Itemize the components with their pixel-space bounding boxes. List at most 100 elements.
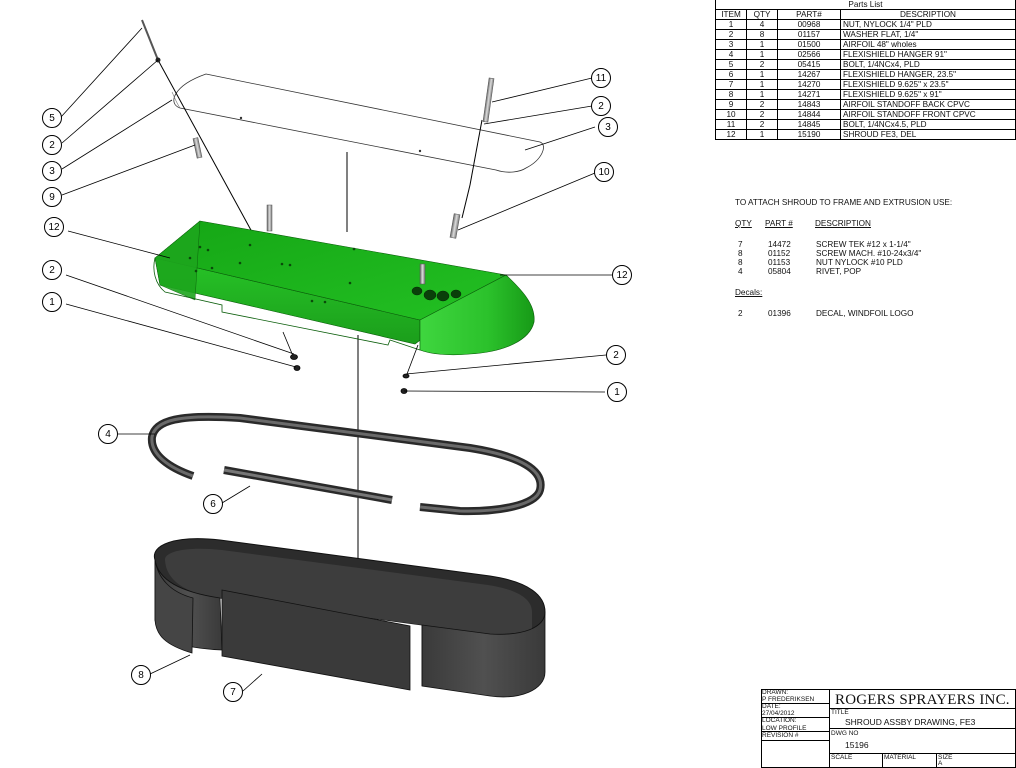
callout-circle xyxy=(44,217,64,237)
callout-label: 3 xyxy=(605,122,611,133)
scale-label: SCALE xyxy=(831,754,853,761)
drawn-value: P FREDERIKSEN xyxy=(762,696,815,703)
location-value: LOW PROFILE xyxy=(762,725,807,732)
callout-label: 11 xyxy=(596,73,607,84)
callout-circle xyxy=(612,265,632,285)
revision-label: REVISION # xyxy=(762,732,799,739)
notes-heading: TO ATTACH SHROUD TO FRAME AND EXTRUSION … xyxy=(735,198,953,207)
parts-cell-qty: 1 xyxy=(746,69,778,80)
standoff-item-9 xyxy=(192,137,203,159)
callout-label: 5 xyxy=(49,113,55,124)
callout-label: 12 xyxy=(616,270,628,281)
parts-cell-item: 2 xyxy=(715,29,747,40)
callout-balloon: 10 xyxy=(594,162,614,182)
callout-balloon: 12 xyxy=(612,265,632,285)
flexishield-hanger-91 xyxy=(147,412,545,516)
date-label: DATE: xyxy=(762,703,781,710)
parts-cell-qty: 4 xyxy=(746,19,778,30)
callout-label: 2 xyxy=(49,140,55,151)
parts-cell-part-number: 05415 xyxy=(777,59,841,70)
bolt-item-11 xyxy=(461,77,495,219)
parts-cell-description: FLEXISHIELD HANGER 91" xyxy=(840,49,1016,60)
parts-cell-part-number: 14271 xyxy=(777,89,841,100)
parts-cell-qty: 8 xyxy=(746,29,778,40)
parts-cell-part-number: 15190 xyxy=(777,129,841,140)
parts-cell-item: 5 xyxy=(715,59,747,70)
callout-circle xyxy=(591,96,611,116)
header-qty: QTY xyxy=(746,9,778,20)
notes-cell-part-number: 01152 xyxy=(768,249,791,258)
notes-cell-qty: 8 xyxy=(738,258,743,267)
flexishield-hanger-23 xyxy=(223,466,393,504)
callout-circle xyxy=(223,682,243,702)
attachment-notes: TO ATTACH SHROUD TO FRAME AND EXTRUSION … xyxy=(735,198,952,318)
callout-balloon: 2 xyxy=(42,260,62,280)
notes-cell-qty: 7 xyxy=(738,240,743,249)
parts-cell-qty: 2 xyxy=(746,119,778,130)
flexishield-91 xyxy=(153,538,546,698)
parts-list-caption: Parts List xyxy=(715,0,1016,10)
callout-label: 8 xyxy=(138,670,144,681)
callout-balloon: 1 xyxy=(607,382,627,402)
standoff-item-10 xyxy=(449,213,461,239)
callout-circle xyxy=(42,260,62,280)
parts-cell-item: 12 xyxy=(715,129,747,140)
bolt-on-shroud xyxy=(266,204,273,232)
callout-balloon: 3 xyxy=(42,161,62,181)
size-value: A xyxy=(938,760,943,767)
parts-cell-qty: 2 xyxy=(746,59,778,70)
decals-heading-row: Decals: xyxy=(735,288,952,297)
callout-circle xyxy=(607,382,627,402)
callout-label: 2 xyxy=(598,101,604,112)
notes-cell-part-number: 05804 xyxy=(768,267,791,276)
callout-label: 12 xyxy=(48,222,60,233)
parts-cell-item: 10 xyxy=(715,109,747,120)
nut-washer-right xyxy=(400,344,419,394)
notes-cell-qty: 2 xyxy=(738,309,743,318)
notes-header-row: QTY PART # DESCRIPTION xyxy=(735,219,952,228)
callout-label: 6 xyxy=(210,499,216,510)
notes-col-part: PART # xyxy=(765,219,793,228)
decals-heading: Decals: xyxy=(735,288,763,297)
callout-label: 3 xyxy=(49,166,55,177)
parts-cell-description: BOLT, 1/4NCx4, PLD xyxy=(840,59,1016,70)
callout-balloon: 11 xyxy=(591,68,611,88)
flexishield-23 xyxy=(221,589,411,691)
size-label: SIZE xyxy=(938,754,953,761)
parts-cell-part-number: 14267 xyxy=(777,69,841,80)
callout-label: 10 xyxy=(598,167,610,178)
callout-balloon: 12 xyxy=(44,217,64,237)
parts-cell-item: 9 xyxy=(715,99,747,110)
callout-label: 2 xyxy=(49,265,55,276)
parts-cell-part-number: 00968 xyxy=(777,19,841,30)
parts-cell-part-number: 01157 xyxy=(777,29,841,40)
callout-label: 2 xyxy=(613,350,619,361)
parts-cell-part-number: 02566 xyxy=(777,49,841,60)
parts-list-header-row: ITEM QTY PART# DESCRIPTION xyxy=(715,9,1016,20)
callout-label: 7 xyxy=(230,687,236,698)
parts-cell-description: FLEXISHIELD HANGER, 23.5" xyxy=(840,69,1016,80)
callout-balloon: 2 xyxy=(606,345,626,365)
callout-label: 4 xyxy=(105,429,111,440)
dwg-no-label: DWG NO xyxy=(831,730,859,737)
notes-cell-description: SCREW MACH. #10-24x3/4" xyxy=(816,249,922,258)
date-value: 27/04/2012 xyxy=(762,710,795,717)
callout-circle xyxy=(131,665,151,685)
leader-lines xyxy=(60,27,612,692)
parts-cell-part-number: 14845 xyxy=(777,119,841,130)
parts-cell-qty: 1 xyxy=(746,129,778,140)
notes-cell-description: RIVET, POP xyxy=(816,267,862,276)
notes-cell-description: NUT NYLOCK #10 PLD xyxy=(816,258,903,267)
parts-list-caption-row: Parts List xyxy=(715,0,1016,10)
